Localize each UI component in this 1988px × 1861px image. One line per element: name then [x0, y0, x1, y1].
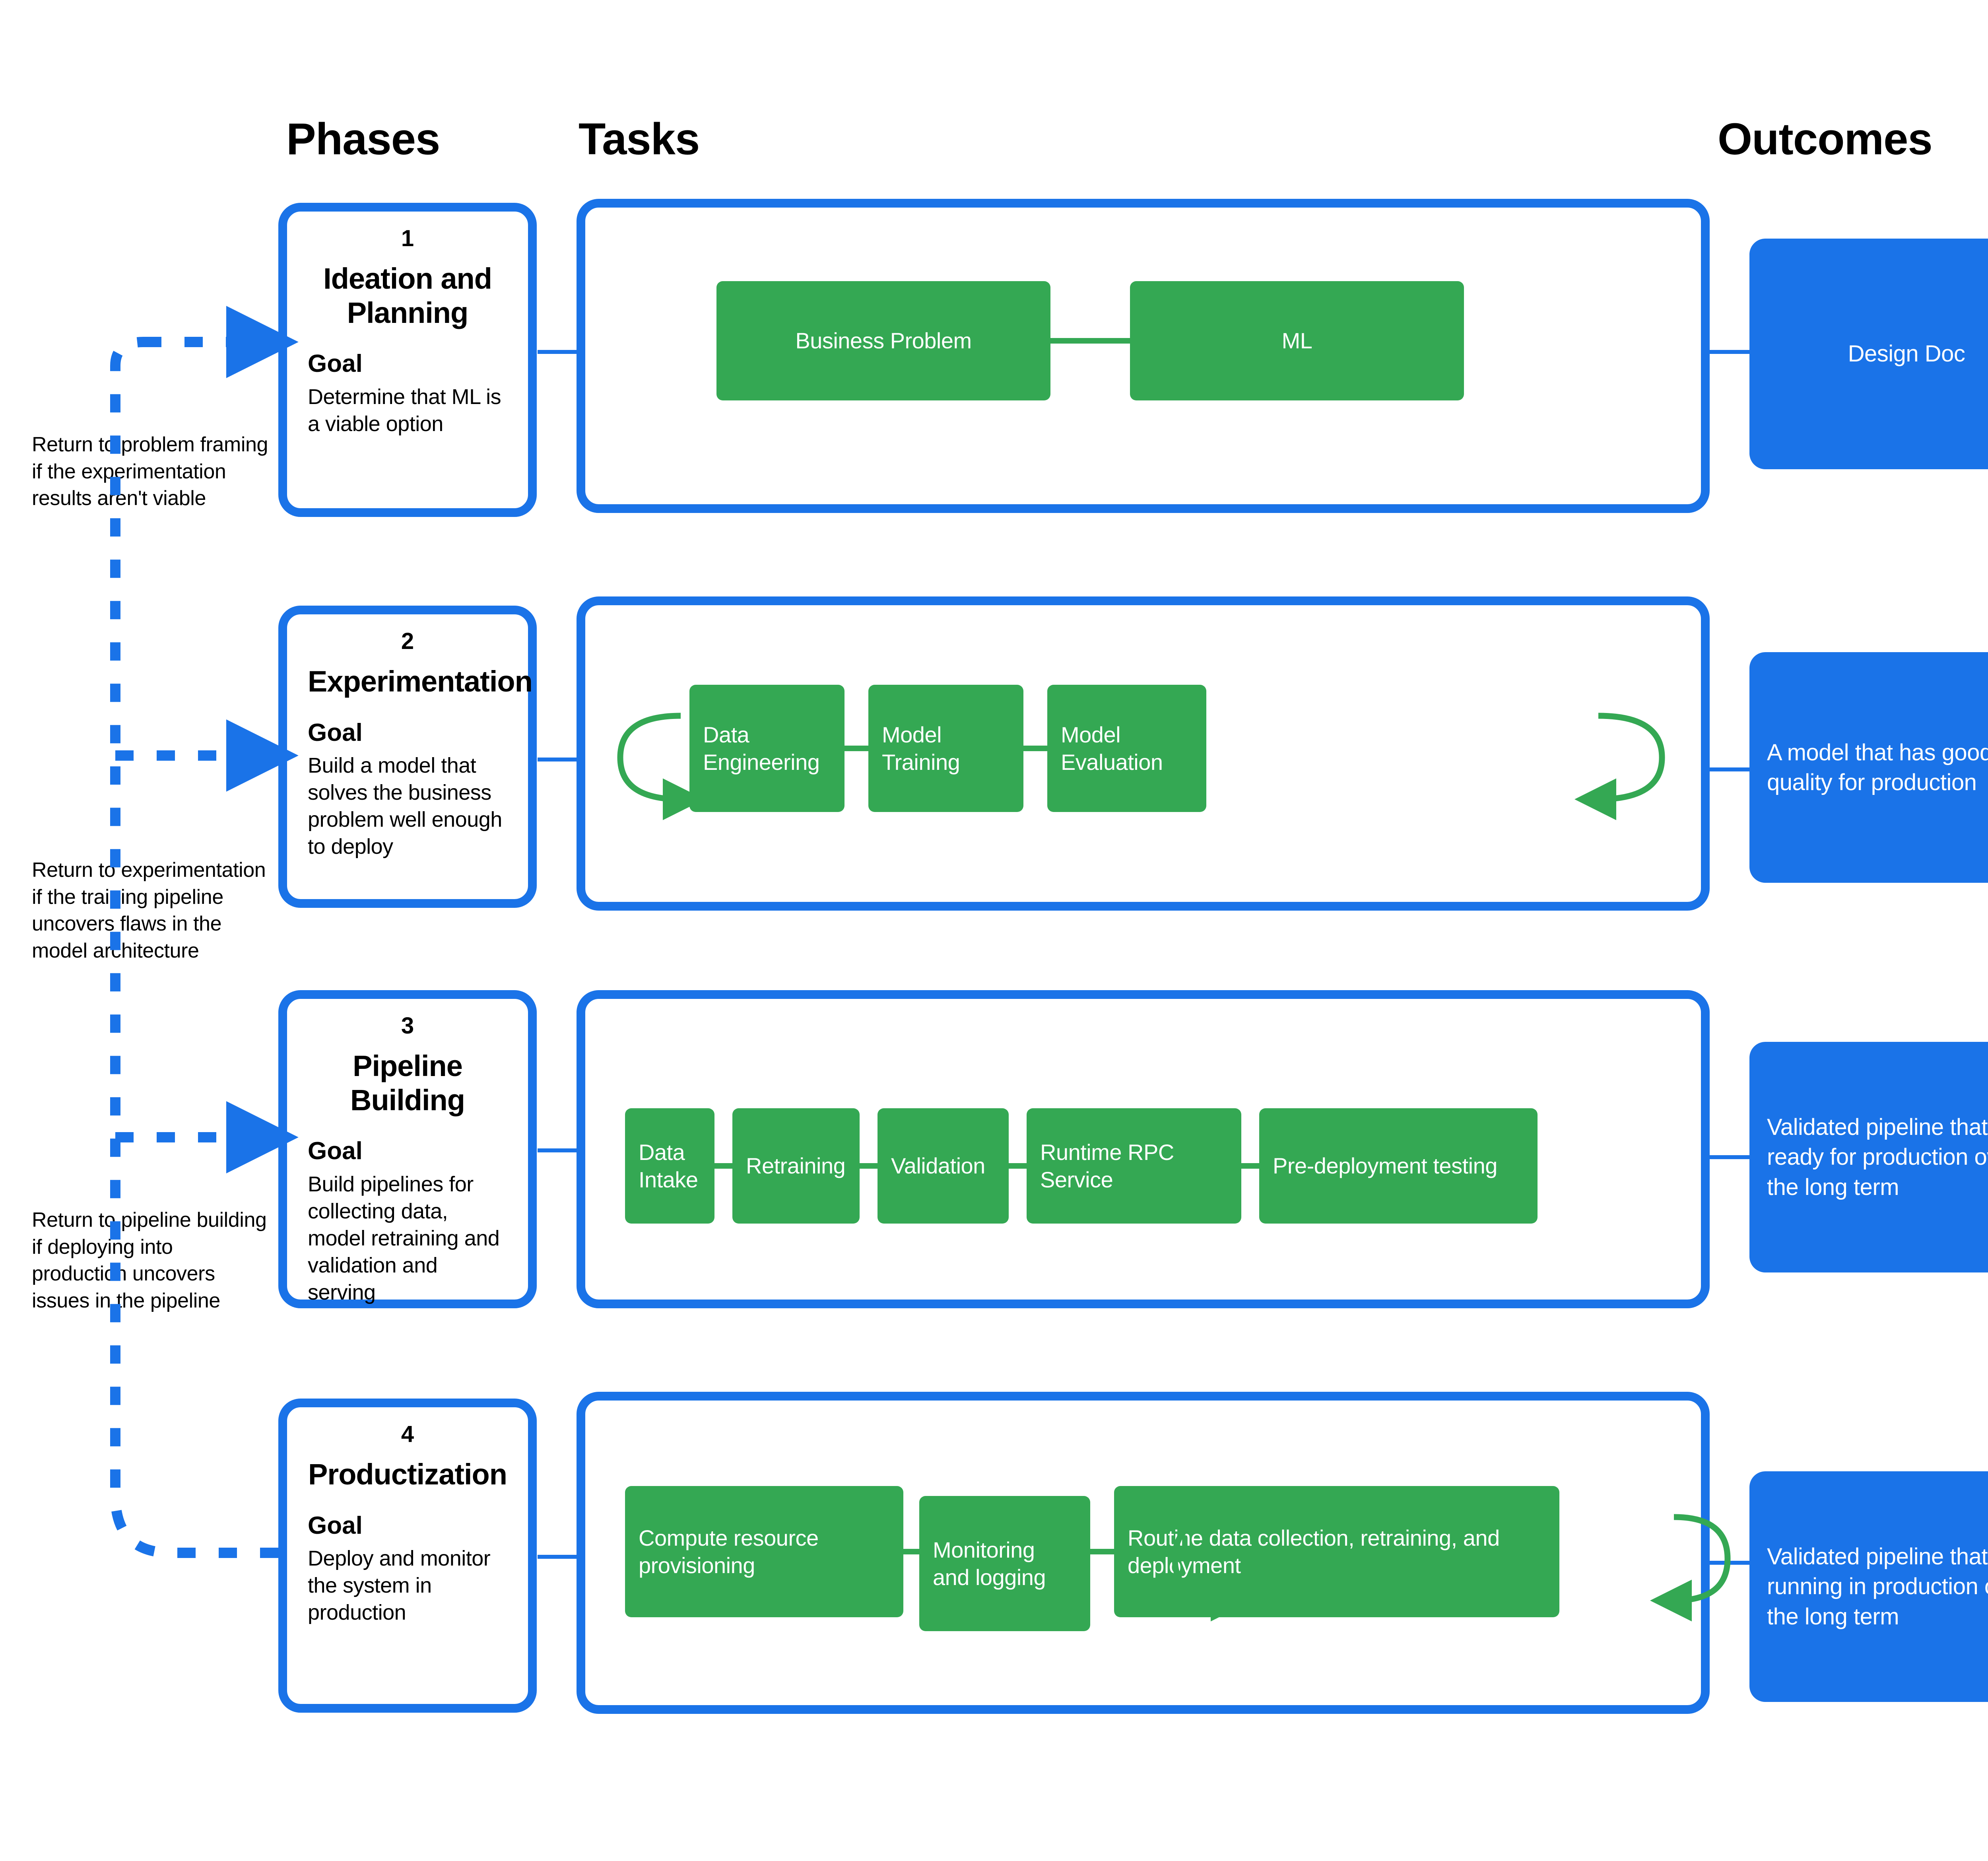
task-chip-model-training[interactable]: Model Training	[868, 685, 1023, 812]
task-connector-3d	[1241, 1163, 1259, 1169]
link-phase4-tasks	[538, 1555, 577, 1559]
task-chip-data-intake[interactable]: Data Intake	[625, 1108, 714, 1224]
link-tasks4-outcome	[1710, 1561, 1749, 1565]
task-connector-4b	[1090, 1549, 1114, 1554]
task-connector-2a	[845, 746, 868, 751]
task-connector-3a	[714, 1163, 732, 1169]
goal-label-2: Goal	[308, 719, 363, 746]
task-connector-3c	[1009, 1163, 1027, 1169]
task-chip-compute-resource-provisioning[interactable]: Compute resource provisioning	[625, 1486, 903, 1617]
task-chip-runtime-rpc-service[interactable]: Runtime RPC Service	[1027, 1108, 1241, 1224]
goal-label-3: Goal	[308, 1137, 363, 1165]
goal-text-1: Determine that ML is a viable option	[308, 385, 501, 436]
link-tasks3-outcome	[1710, 1155, 1749, 1159]
feedback-annotation-3: Return to pipeline building if deploying…	[32, 1208, 267, 1312]
goal-label-1: Goal	[308, 350, 363, 378]
task-connector-4a	[903, 1549, 919, 1554]
phase-card-1[interactable]: 1 Ideation and Planning Goal Determine t…	[278, 203, 537, 517]
column-header-outcomes: Outcomes	[1718, 114, 1933, 164]
link-phase3-tasks	[538, 1148, 577, 1152]
task-connector-1	[1050, 338, 1130, 344]
tasks-container-2: Data Engineering Model Training Model Ev…	[577, 596, 1710, 911]
phase-title-3: Pipeline Building	[350, 1049, 465, 1117]
column-header-tasks: Tasks	[579, 114, 700, 164]
task-chip-data-engineering[interactable]: Data Engineering	[689, 685, 845, 812]
task-chip-routine-data-collection[interactable]: Routine data collection, retraining, and…	[1114, 1486, 1559, 1617]
phase-number-3: 3	[401, 1013, 414, 1039]
task-connector-3b	[860, 1163, 878, 1169]
task-connector-2b	[1023, 746, 1047, 751]
feedback-annotation-2: Return to experimentation if the trainin…	[32, 859, 266, 962]
link-phase1-tasks	[538, 350, 577, 354]
task-chip-pre-deployment-testing[interactable]: Pre-deployment testing	[1259, 1108, 1538, 1224]
tasks-container-1: Business Problem ML	[577, 199, 1710, 513]
goal-label-4: Goal	[308, 1511, 363, 1539]
feedback-annotation-1: Return to problem framing if the experim…	[32, 433, 268, 510]
phase-number-4: 4	[401, 1421, 414, 1447]
tasks-container-4: Compute resource provisioning Monitoring…	[577, 1392, 1710, 1714]
tasks-container-3: Data Intake Retraining Validation Runtim…	[577, 990, 1710, 1308]
outcome-box-1[interactable]: Design Doc	[1749, 239, 1988, 469]
phase-card-3[interactable]: 3 Pipeline Building Goal Build pipelines…	[278, 990, 537, 1308]
task-chip-business-problem[interactable]: Business Problem	[716, 281, 1050, 400]
phase-title-4: Productization	[308, 1457, 507, 1491]
phase-card-2[interactable]: 2 Experimentation Goal Build a model tha…	[278, 606, 537, 908]
outcome-box-4[interactable]: Validated pipeline that's running in pro…	[1749, 1471, 1988, 1702]
task-chip-monitoring-and-logging[interactable]: Monitoring and logging	[919, 1496, 1090, 1631]
phase-number-1: 1	[401, 225, 414, 251]
task-chip-validation[interactable]: Validation	[878, 1108, 1009, 1224]
goal-text-4: Deploy and monitor the system in product…	[308, 1546, 491, 1624]
outcome-box-3[interactable]: Validated pipeline that's ready for prod…	[1749, 1042, 1988, 1272]
outcome-box-2[interactable]: A model that has good quality for produc…	[1749, 652, 1988, 883]
column-header-phases: Phases	[286, 114, 440, 164]
link-phase2-tasks	[538, 758, 577, 761]
phase-title-2: Experimentation	[308, 664, 533, 698]
phase-card-4[interactable]: 4 Productization Goal Deploy and monitor…	[278, 1399, 537, 1713]
goal-text-2: Build a model that solves the business p…	[308, 753, 502, 859]
task-chip-model-evaluation[interactable]: Model Evaluation	[1047, 685, 1206, 812]
goal-text-3: Build pipelines for collecting data, mod…	[308, 1172, 500, 1304]
phase-number-2: 2	[401, 628, 414, 654]
link-tasks1-outcome	[1710, 350, 1749, 354]
task-chip-retraining[interactable]: Retraining	[732, 1108, 860, 1224]
task-chip-ml[interactable]: ML	[1130, 281, 1464, 400]
phase-title-1: Ideation and Planning	[323, 262, 492, 329]
link-tasks2-outcome	[1710, 767, 1749, 771]
